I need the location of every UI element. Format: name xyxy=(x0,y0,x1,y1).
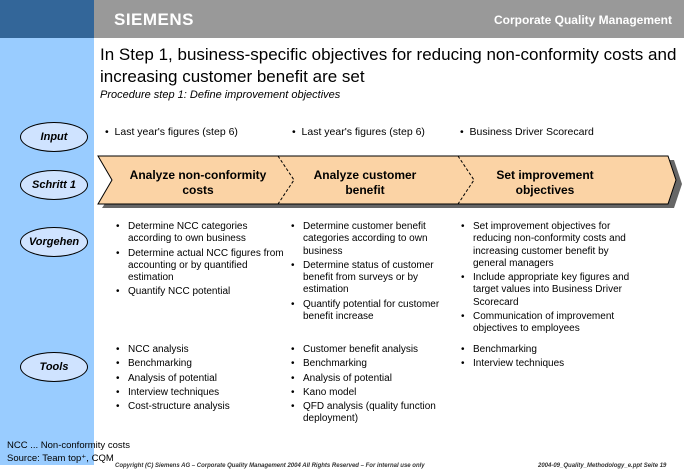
list-item: Customer benefit analysis xyxy=(291,344,451,357)
tools-list-1: NCC analysis Benchmarking Analysis of po… xyxy=(116,344,286,415)
footnote-ncc: NCC ... Non-conformity costs xyxy=(7,440,130,451)
copyright: Copyright (C) Siemens AG – Corporate Qua… xyxy=(115,463,425,469)
step-analyze-benefit: Analyze customer benefit xyxy=(313,168,417,197)
list-item: Benchmarking xyxy=(116,358,286,371)
page-subtitle: Procedure step 1: Define improvement obj… xyxy=(100,89,341,101)
list-item: Benchmarking xyxy=(291,358,451,371)
row-label-tools: Tools xyxy=(20,352,88,382)
process-chevron xyxy=(97,155,682,208)
list-item: Determine status of customer benefit fro… xyxy=(291,260,451,297)
list-item: Set improvement objectives for reducing … xyxy=(461,221,636,270)
list-item: Analysis of potential xyxy=(116,373,286,386)
list-item: Determine customer benefit categories ac… xyxy=(291,221,451,258)
step-analyze-ncc: Analyze non-conformity costs xyxy=(129,168,267,197)
list-item: Interview techniques xyxy=(116,387,286,400)
siemens-logo: SIEMENS xyxy=(114,10,195,29)
row-label-schritt: Schritt 1 xyxy=(20,170,88,200)
list-item: Quantify NCC potential xyxy=(116,286,286,299)
list-item: NCC analysis xyxy=(116,344,286,357)
list-item: Determine actual NCC figures from accoun… xyxy=(116,248,286,285)
input-item-3: • Business Driver Scorecard xyxy=(460,126,594,138)
list-item: Quantify potential for customer benefit … xyxy=(291,299,451,324)
tools-list-2: Customer benefit analysis Benchmarking A… xyxy=(291,344,451,428)
list-item: Cost-structure analysis xyxy=(116,401,286,414)
list-item: Benchmarking xyxy=(461,344,636,357)
footnote-source: Source: Team top⁺, CQM xyxy=(7,453,114,464)
row-label-vorgehen: Vorgehen xyxy=(20,227,88,257)
procedure-list-2: Determine customer benefit categories ac… xyxy=(291,221,451,325)
page-title: In Step 1, business-specific objectives … xyxy=(100,45,677,86)
step-set-objectives: Set improvement objectives xyxy=(496,168,594,197)
header-bar: SIEMENS Corporate Quality Management xyxy=(94,0,684,38)
corner-block xyxy=(0,0,94,38)
list-item: Include appropriate key figures and targ… xyxy=(461,272,636,309)
department-label: Corporate Quality Management xyxy=(493,13,672,27)
row-label-input: Input xyxy=(20,122,88,152)
procedure-list-3: Set improvement objectives for reducing … xyxy=(461,221,636,338)
list-item: Communication of improvement objectives … xyxy=(461,311,636,336)
procedure-list-1: Determine NCC categories according to ow… xyxy=(116,221,286,301)
file-name: 2004-09_Quality_Methodology_e.ppt Seite … xyxy=(538,463,667,469)
list-item: Kano model xyxy=(291,387,451,400)
input-item-2: • Last year's figures (step 6) xyxy=(292,126,425,138)
input-item-1: • Last year's figures (step 6) xyxy=(105,126,238,138)
list-item: Interview techniques xyxy=(461,358,636,371)
list-item: Analysis of potential xyxy=(291,373,451,386)
tools-list-3: Benchmarking Interview techniques xyxy=(461,344,636,373)
list-item: Determine NCC categories according to ow… xyxy=(116,221,286,246)
list-item: QFD analysis (quality function deploymen… xyxy=(291,401,451,426)
